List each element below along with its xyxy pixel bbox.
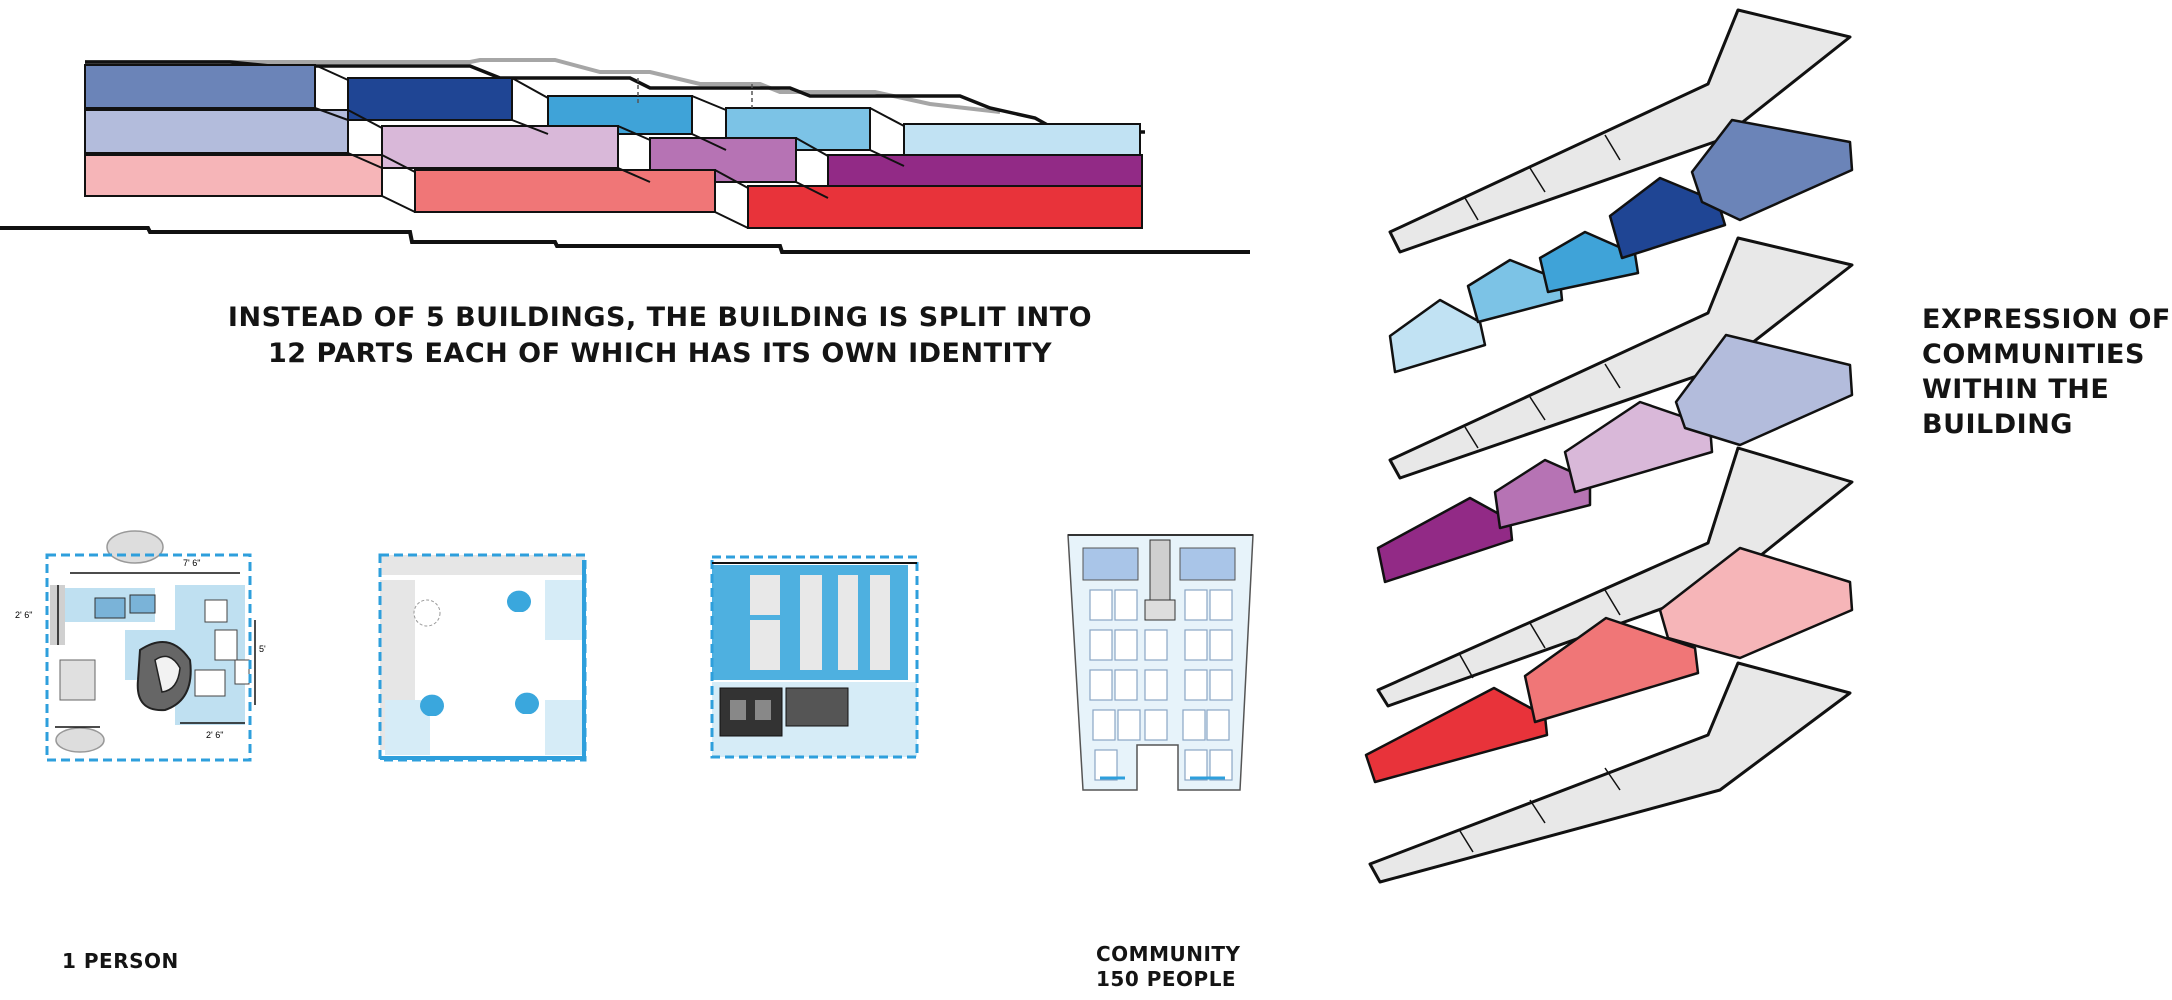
volume-lavender-3 <box>1493 458 1592 530</box>
dim-bottom: 2' 6" <box>206 730 223 740</box>
dim-left: 2' 6" <box>15 610 32 620</box>
scale-end-label-1: COMMUNITY <box>1096 942 1241 966</box>
expression-line-4: BUILDING <box>1922 409 2073 440</box>
volume-lavender-1 <box>1674 333 1854 447</box>
plan-4-community <box>1067 534 1254 791</box>
floor-slab-2 <box>1388 236 1854 480</box>
section-back-outline <box>85 58 1001 114</box>
caption-line-2: 12 PARTS EACH OF WHICH HAS ITS OWN IDENT… <box>267 338 1052 369</box>
volume-blue-1 <box>1690 118 1854 222</box>
volume-lavender-4 <box>1376 496 1514 584</box>
dim-right: 5' <box>259 644 266 654</box>
plans-diagram: 7' 6" 2' 6" 5' 2' 6" <box>15 530 1254 791</box>
floor-slab-4 <box>1368 661 1852 884</box>
lavender-volumes <box>1376 333 1854 584</box>
floor-slabs <box>1368 8 1854 884</box>
block-pink-3 <box>747 185 1143 229</box>
expression-line-1: EXPRESSION OF <box>1922 304 2171 335</box>
volume-lavender-2 <box>1563 400 1714 494</box>
plan-3-open-office <box>710 555 919 759</box>
scale-start-label: 1 PERSON <box>62 949 179 973</box>
section-joints <box>314 64 905 229</box>
volume-pink-1 <box>1658 546 1854 660</box>
blue-volumes <box>1388 118 1854 374</box>
floor-slab-3 <box>1376 446 1854 708</box>
ground-line <box>0 226 1250 254</box>
plan-2-group <box>378 553 587 762</box>
caption: INSTEAD OF 5 BUILDINGS, THE BUILDING IS … <box>150 300 1170 372</box>
volume-blue-3 <box>1538 230 1640 294</box>
volume-pink-2 <box>1523 616 1700 724</box>
pink-volumes <box>1364 546 1854 784</box>
section-diagram <box>0 58 1250 254</box>
plan-1-person <box>45 530 256 762</box>
caption-line-1: INSTEAD OF 5 BUILDINGS, THE BUILDING IS … <box>227 302 1093 333</box>
floor-slab-1 <box>1388 8 1852 254</box>
expression-line-3: WITHIN THE <box>1922 374 2110 405</box>
volume-pink-3 <box>1364 686 1549 784</box>
scale-end-label-2: 150 PEOPLE <box>1096 967 1237 991</box>
plan-4-desks <box>1089 589 1233 781</box>
dim-top: 7' 6" <box>183 558 200 568</box>
expression-line-2: COMMUNITIES <box>1922 339 2145 370</box>
scale-end-label: COMMUNITY 150 PEOPLE <box>1096 942 1241 992</box>
volume-blue-2 <box>1608 176 1727 260</box>
volume-blue-5 <box>1388 298 1487 374</box>
floor-slab-folds <box>1459 134 1621 853</box>
section-hidden-lines <box>637 78 753 108</box>
expression-label: EXPRESSION OF COMMUNITIES WITHIN THE BUI… <box>1922 302 2171 442</box>
